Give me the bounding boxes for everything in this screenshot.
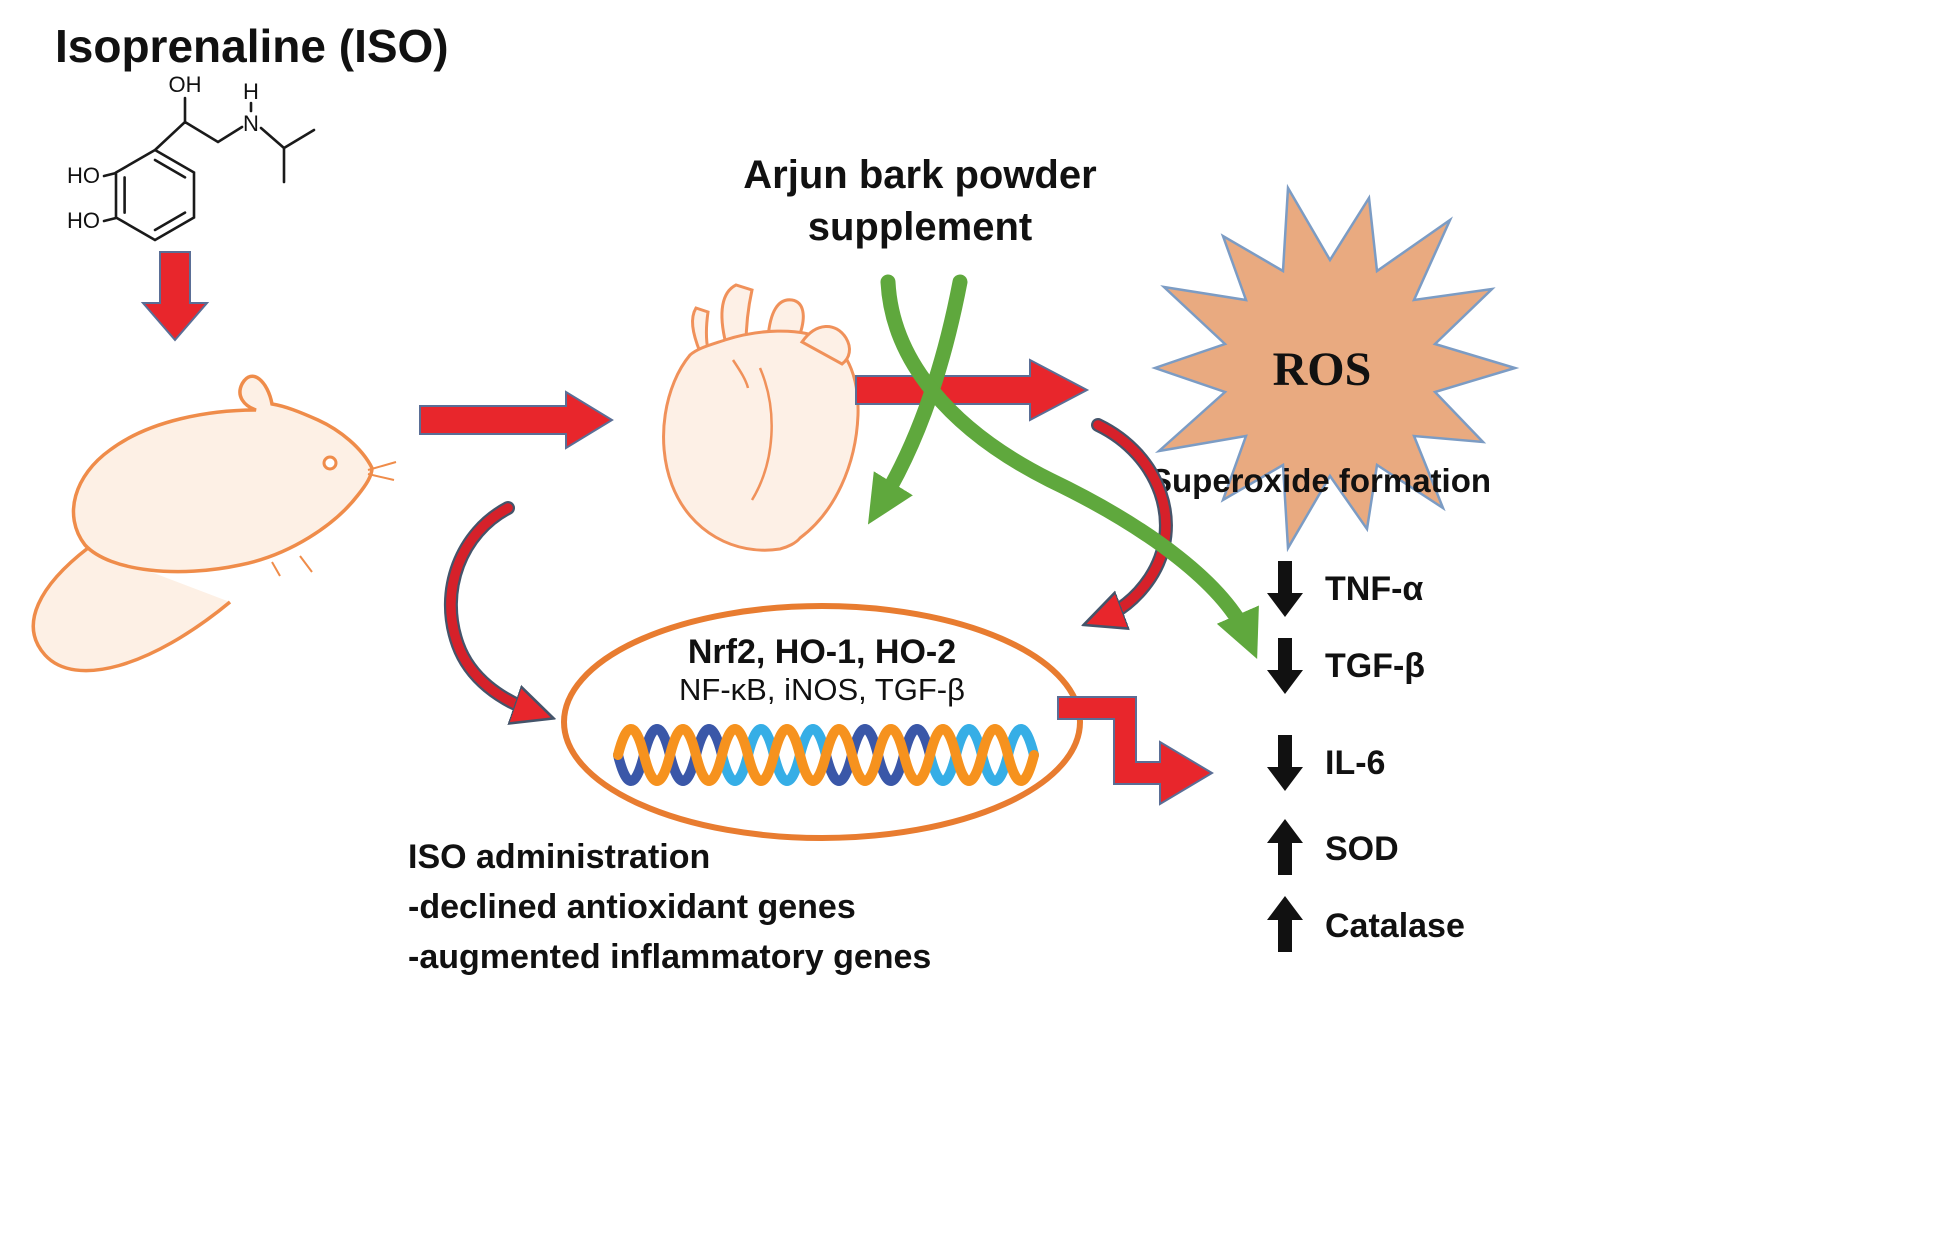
heart-coronary-lines [731,359,773,501]
nucleus-genes-line1: Nrf2, HO-1, HO-2 [688,633,956,671]
marker-label: SOD [1325,830,1399,868]
footnote-line3: -augmented inflammatory genes [408,938,931,976]
marker-row-sod: SOD [1267,819,1399,875]
footnote-block: ISO administration -declined antioxidant… [408,838,931,976]
down-arrow-icon [1267,735,1303,791]
supplement-label-line1: Arjun bark powder [743,153,1096,197]
marker-label: TNF-α [1325,570,1423,608]
heart-to-nucleus-arrow-outline [443,501,542,719]
nucleus-genes-line2: NF-κB, iNOS, TGF-β [679,672,965,707]
footnote-line2: -declined antioxidant genes [408,888,856,926]
ros-to-nucleus-arrow-body [1098,420,1171,618]
ros-label: ROS [1273,343,1372,396]
molecule-label-ho-bottom: HO [67,208,100,233]
rat-whiskers [271,461,397,577]
diagram-title: Isoprenaline (ISO) [55,20,449,72]
marker-row-il6: IL-6 [1267,735,1385,791]
footnote-line1: ISO administration [408,838,710,876]
heart-body [662,329,860,552]
molecule-label-n: N [243,111,259,136]
marker-label: IL-6 [1325,744,1385,782]
up-arrow-icon [1267,819,1303,875]
molecule-label-h: H [243,79,259,104]
heart-to-nucleus-arrow [443,501,542,719]
superoxide-caption: Superoxide formation [1150,462,1491,499]
supplement-to-cytokines-arrow [880,274,1259,660]
molecule-label-ho-top: HO [67,163,100,188]
marker-row-tnf-alpha: TNF-α [1267,561,1423,617]
molecule-bonds [102,96,316,242]
down-arrow-icon [1267,638,1303,694]
heart-to-nucleus-arrow-body [446,503,535,712]
iso-to-rat-arrow [140,251,210,342]
dna-helix [613,724,1039,786]
ros-to-nucleus-arrow [1098,418,1173,618]
up-arrow-icon [1267,896,1303,952]
nucleus-to-markers-arrow [1057,696,1214,806]
heart-illustration [662,283,860,552]
molecule-label-oh: OH [169,72,202,97]
dna-strand-orange [613,724,1039,786]
marker-row-catalase: Catalase [1267,896,1465,952]
rat-body [71,374,374,574]
heart-atrium [799,325,851,366]
marker-label: TGF-β [1325,647,1425,685]
supplement-label-line2: supplement [808,205,1032,249]
rat-to-heart-arrow [419,390,614,450]
rat-illustration [31,374,397,673]
marker-row-tgf-beta: TGF-β [1267,638,1425,694]
heart-vena-cava [691,306,710,354]
rat-eye [322,455,338,471]
marker-label: Catalase [1325,907,1465,945]
heart-to-ros-arrow [855,358,1090,422]
molecule-structure: HO HO OH H N [67,72,316,242]
down-arrow-icon [1267,561,1303,617]
ros-starburst [1151,183,1520,553]
rat-tail [31,546,232,673]
